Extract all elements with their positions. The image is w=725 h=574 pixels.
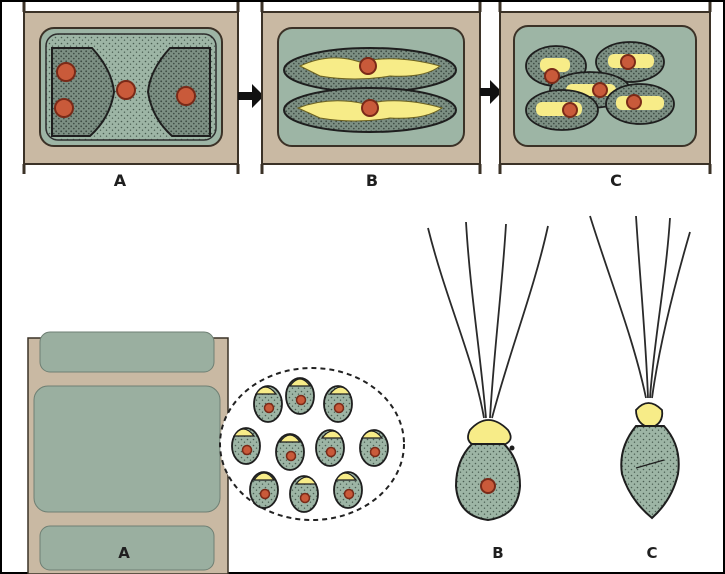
zoospore [316,430,344,466]
zoospore [250,472,278,508]
nucleus-icon [177,87,195,105]
zoospore [290,476,318,512]
zoospore [360,430,388,466]
top-label-b: B [366,171,378,190]
nucleus-icon [362,100,378,116]
zoospore [324,386,352,422]
nucleus-icon [593,83,607,97]
nucleus-icon [297,396,306,405]
zoospore [254,386,282,422]
top-cell-b [262,2,480,174]
zoospore-c [590,216,690,518]
nucleus-icon [261,490,270,499]
bottom-label-a: A [118,544,130,562]
nucleus-icon [57,63,75,81]
nucleus-icon [243,446,252,455]
top-label-a: A [114,171,127,190]
right-arrow-icon [238,84,264,108]
right-arrow-icon [480,80,502,104]
zoospore-b [428,222,548,520]
top-cell-a [24,2,238,174]
nucleus-icon [335,404,344,413]
top-cell-c [500,2,710,174]
nucleus-icon [55,99,73,117]
nucleus-icon [545,69,559,83]
zoospore [232,428,260,464]
nucleus-icon [265,404,274,413]
nucleus-icon [621,55,635,69]
zoospore [334,472,362,508]
bottom-cell-a [28,332,228,574]
nucleus-icon [371,448,380,457]
nucleus-icon [481,479,495,493]
nucleus-icon [287,452,296,461]
nucleus-icon [327,448,336,457]
zoospore [286,378,314,414]
nucleus-icon [345,490,354,499]
zoospore [276,434,304,470]
nucleus-icon [563,103,577,117]
nucleus-icon [627,95,641,109]
nucleus-icon [301,494,310,503]
nucleus-icon [360,58,376,74]
bottom-label-c: C [646,544,657,562]
top-label-c: C [610,171,622,190]
bottom-label-b: B [492,544,503,562]
nucleus-icon [117,81,135,99]
